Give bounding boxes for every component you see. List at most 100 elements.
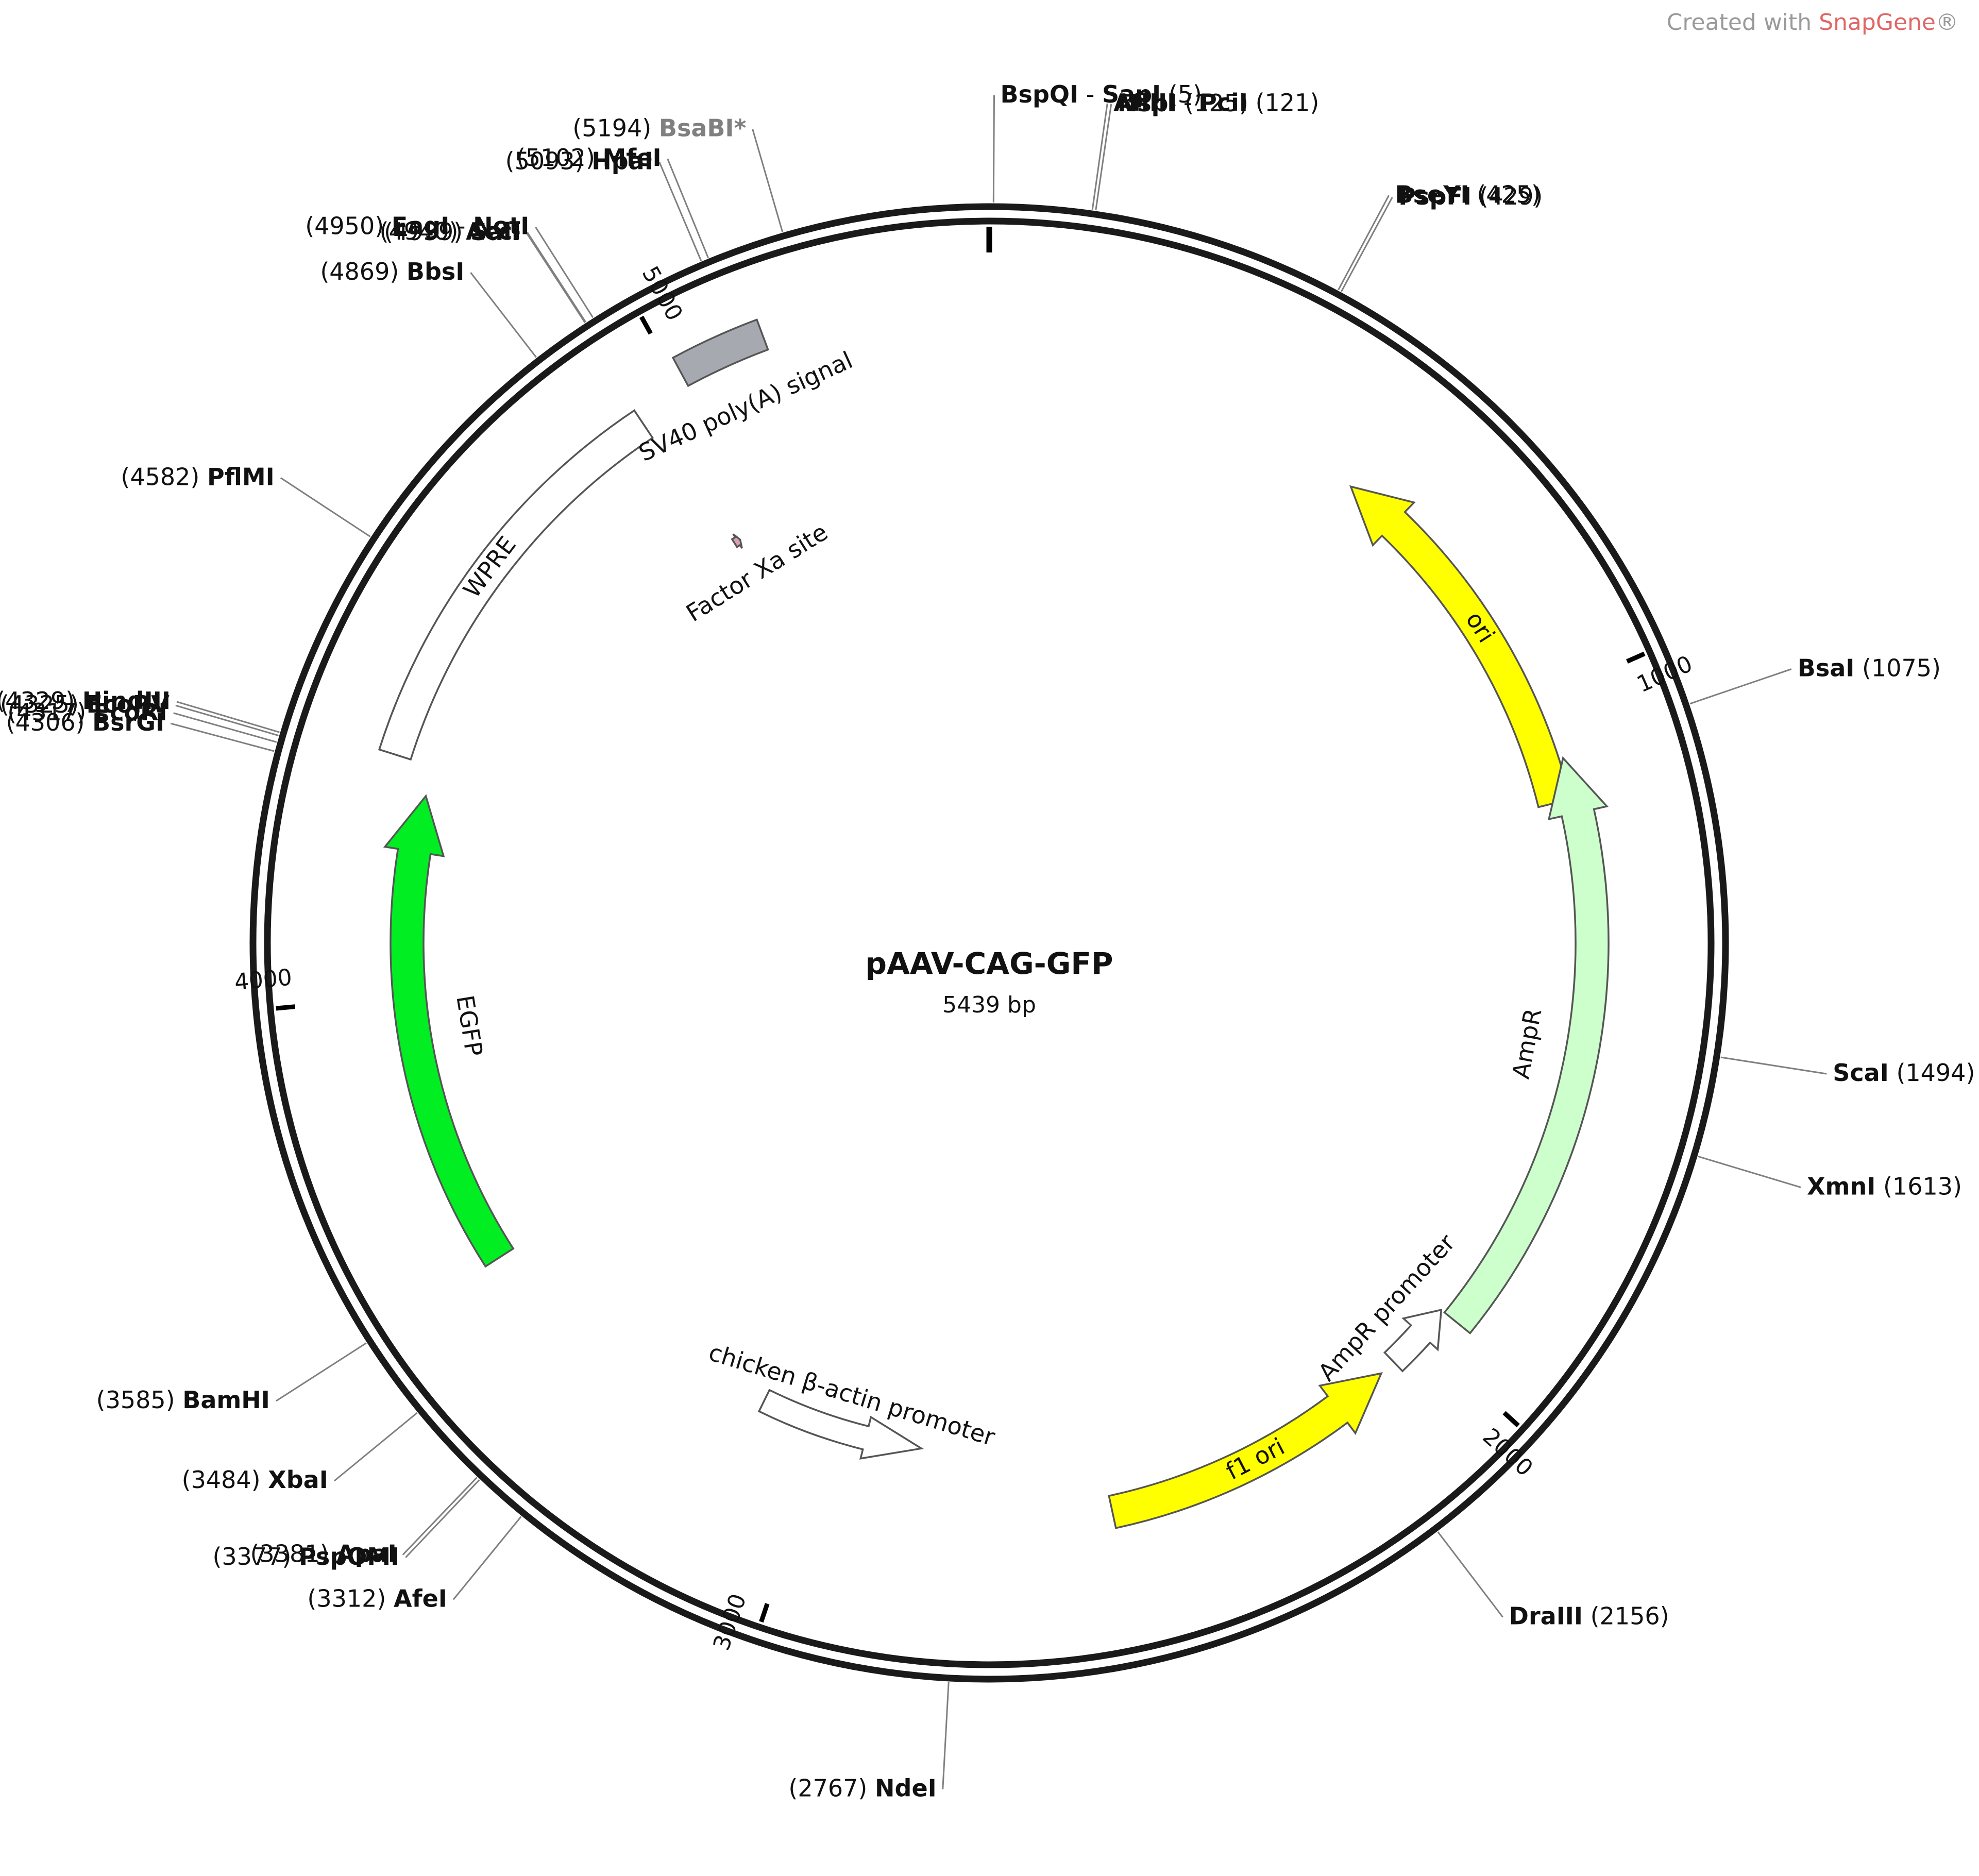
feature-label-egfp: EGFP bbox=[451, 993, 488, 1058]
site-label: BseYI (425) bbox=[1395, 180, 1541, 208]
site-label: (3585) BamHI bbox=[96, 1386, 270, 1414]
site-label-bamhi[interactable]: (3585) BamHI bbox=[96, 1386, 270, 1414]
site-position: (4325) bbox=[0, 690, 79, 718]
site-label: (3484) XbaI bbox=[182, 1466, 328, 1494]
site-position: (5093) bbox=[505, 147, 584, 175]
site-position: (2156) bbox=[1591, 1602, 1669, 1630]
site-label-afei[interactable]: (3312) AfeI bbox=[307, 1584, 447, 1612]
site-label-hindiii[interactable]: (4329) HindIII bbox=[0, 687, 171, 715]
site-leader bbox=[379, 1412, 418, 1444]
watermark-prefix: Created with bbox=[1666, 9, 1819, 36]
site-label-ecorv[interactable]: (4325) EcoRV bbox=[0, 690, 170, 718]
site-label-pspomi[interactable]: (3377) PspOMI bbox=[212, 1543, 399, 1570]
site-leader bbox=[566, 276, 594, 318]
site-label-bsrgi[interactable]: (4306) BsrGI bbox=[6, 708, 165, 736]
site-enzyme-name: SapI bbox=[1102, 80, 1161, 108]
site-separator bbox=[261, 1466, 268, 1494]
feature-label-factor-xa: Factor Xa site bbox=[681, 518, 833, 627]
site-label: (4306) BsrGI bbox=[6, 708, 165, 736]
site-leader bbox=[1341, 249, 1365, 292]
site-label-bsabi[interactable]: (5194) BsaBI* bbox=[572, 114, 746, 142]
feature-factor-xa[interactable] bbox=[731, 533, 743, 549]
site-label-ndei[interactable]: (2767) NdeI bbox=[788, 1774, 936, 1802]
site-enzyme-name: ScaI bbox=[1833, 1059, 1889, 1087]
feature-f1-ori[interactable] bbox=[1108, 1372, 1383, 1529]
site-label-eagi-noti[interactable]: (4950) EagI - NotI bbox=[305, 212, 529, 240]
site-label-xbai[interactable]: (3484) XbaI bbox=[182, 1466, 328, 1494]
tick-mark bbox=[759, 1603, 770, 1623]
site-label-mfei[interactable]: (5102) MfeI bbox=[516, 144, 662, 172]
site-leader bbox=[470, 272, 508, 320]
snapgene-watermark: Created with SnapGene® bbox=[1667, 9, 1958, 36]
watermark-brand: SnapGene bbox=[1819, 9, 1936, 36]
site-label: (2767) NdeI bbox=[788, 1774, 936, 1802]
site-label-scai[interactable]: ScaI (1494) bbox=[1833, 1059, 1975, 1087]
site-leader bbox=[490, 1516, 522, 1554]
site-position: (4582) bbox=[121, 463, 199, 491]
site-position: (4329) bbox=[0, 687, 75, 715]
site-leader bbox=[170, 722, 228, 740]
site-position: (1075) bbox=[1862, 654, 1941, 682]
tick-mark bbox=[276, 1004, 296, 1011]
site-label-bspqi-sapi[interactable]: BspQI - SapI (5) bbox=[1001, 80, 1202, 108]
site-label-hpai[interactable]: (5093) HpaI bbox=[505, 147, 653, 175]
site-label-xmni[interactable]: XmnI (1613) bbox=[1807, 1172, 1962, 1200]
site-label-bsai[interactable]: BsaI (1075) bbox=[1798, 654, 1941, 682]
tick-label: 4000 bbox=[233, 964, 293, 995]
site-separator: - bbox=[449, 212, 473, 240]
site-label-bseyi[interactable]: BseYI (425) bbox=[1395, 180, 1541, 208]
site-label: BspQI - SapI (5) bbox=[1001, 80, 1202, 108]
site-label-sali[interactable]: (4939) SalI bbox=[384, 218, 520, 246]
site-enzyme-name: PciI bbox=[1199, 89, 1248, 116]
site-position: (2767) bbox=[788, 1774, 867, 1802]
tick-label: 2000 bbox=[1478, 1423, 1538, 1481]
site-label-pspfi[interactable]: PspFI (429) bbox=[1398, 182, 1543, 210]
site-leader bbox=[1091, 162, 1100, 210]
feature-chicken-actin-promoter[interactable] bbox=[757, 1389, 924, 1460]
site-leader bbox=[276, 1368, 327, 1402]
site-leader bbox=[1095, 162, 1104, 211]
plasmid-name: pAAV-CAG-GFP bbox=[866, 946, 1113, 981]
site-label-draiii[interactable]: DraIII (2156) bbox=[1509, 1602, 1669, 1630]
site-label-acci[interactable]: (4940) AccI bbox=[380, 217, 521, 245]
feature-sv40-polya[interactable] bbox=[671, 318, 769, 387]
tick-mark bbox=[639, 315, 653, 335]
feature-ori[interactable] bbox=[1349, 485, 1572, 808]
site-leader bbox=[1437, 1531, 1468, 1571]
site-enzyme-name: PspOMI bbox=[299, 1543, 399, 1570]
site-label-afliii-pcii[interactable]: AflIII - PciI (121) bbox=[1113, 89, 1319, 116]
backbone-inner-ring bbox=[264, 217, 1715, 1668]
site-separator bbox=[1583, 1602, 1591, 1630]
site-leader bbox=[945, 1682, 950, 1730]
site-separator bbox=[175, 1386, 183, 1414]
site-label-apai[interactable]: (3381) ApaI bbox=[250, 1540, 396, 1568]
site-label-nspi[interactable]: NspI (125) bbox=[1118, 89, 1248, 117]
site-label-ecori[interactable]: (4317) EcoRI bbox=[7, 698, 167, 726]
feature-wpre[interactable] bbox=[378, 409, 654, 761]
site-enzyme-name: NdeI bbox=[875, 1774, 937, 1802]
site-leader bbox=[1744, 1169, 1801, 1188]
site-separator bbox=[1471, 182, 1479, 210]
site-separator bbox=[1248, 89, 1256, 116]
site-position: (4950) bbox=[305, 212, 384, 240]
feature-label-ampr: AmpR bbox=[1507, 1006, 1547, 1081]
site-leader bbox=[1098, 103, 1108, 163]
site-leader bbox=[752, 129, 770, 187]
backbone-group bbox=[249, 203, 1729, 1683]
site-label: AflIII - PciI (121) bbox=[1113, 89, 1319, 116]
feature-ampr[interactable] bbox=[1443, 756, 1610, 1334]
site-enzyme-name: EcoRI bbox=[94, 698, 167, 726]
site-enzyme-name: BsrGI bbox=[92, 708, 164, 736]
site-leader bbox=[1338, 247, 1362, 291]
site-label-pflmi[interactable]: (4582) PflMI bbox=[121, 463, 274, 491]
backbone-outer-ring bbox=[249, 203, 1729, 1683]
site-separator bbox=[651, 114, 659, 142]
feature-egfp[interactable] bbox=[383, 794, 515, 1268]
site-leader bbox=[1735, 668, 1792, 689]
site-position: (3381) bbox=[250, 1540, 329, 1568]
feature-ampr-promoter[interactable] bbox=[1383, 1308, 1443, 1373]
site-label-bbsi[interactable]: (4869) BbsI bbox=[320, 258, 464, 285]
site-leader bbox=[506, 318, 537, 358]
